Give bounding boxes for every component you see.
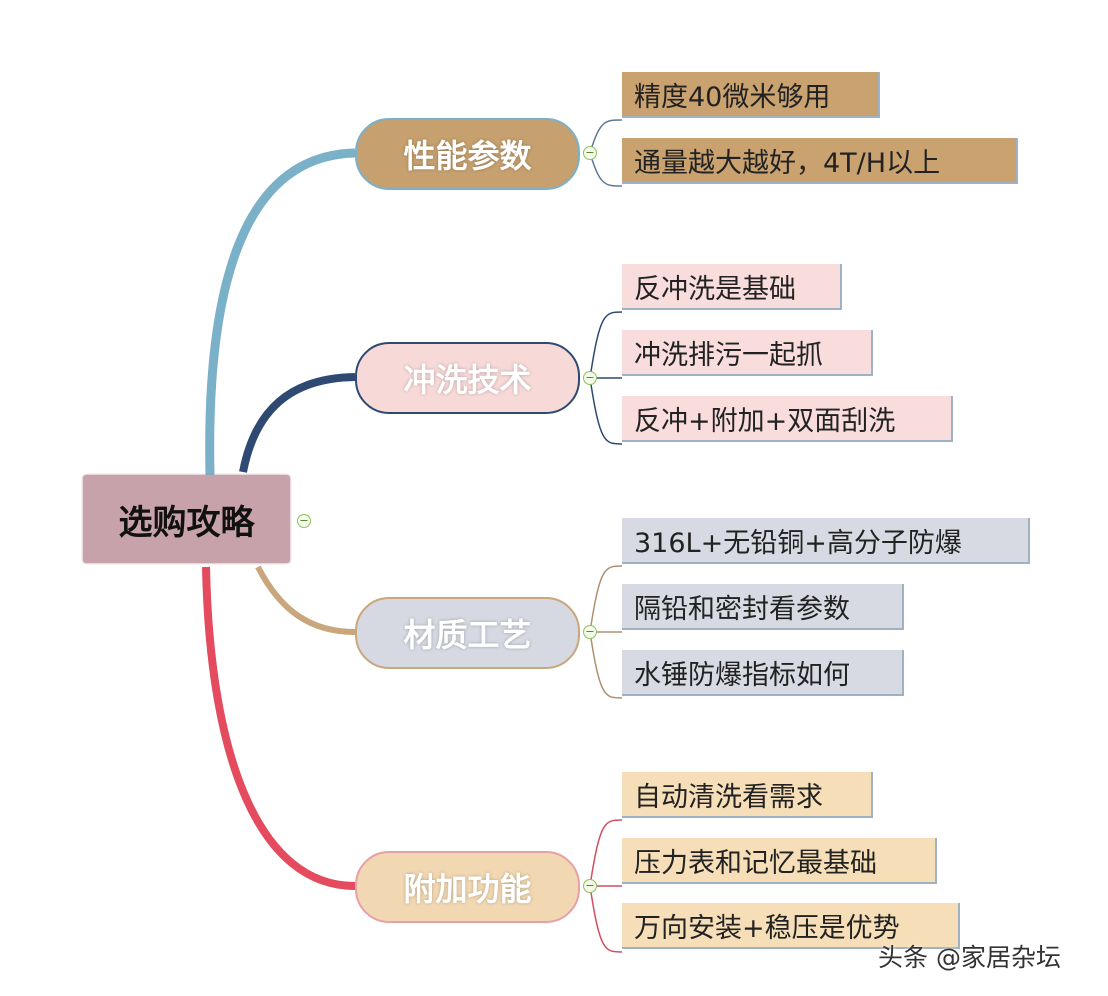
node-material[interactable]: 材质工艺 (355, 597, 580, 669)
collapse-icon[interactable]: − (583, 371, 597, 385)
node-extra[interactable]: 附加功能 (355, 851, 580, 923)
collapse-icon[interactable]: − (583, 625, 597, 639)
node-flushing[interactable]: 冲洗技术 (355, 342, 580, 414)
branch-line-performance (205, 148, 356, 476)
leaf-node[interactable]: 反冲+附加+双面刮洗 (622, 396, 953, 442)
leaf-node[interactable]: 冲洗排污一起抓 (622, 330, 873, 376)
leaf-node[interactable]: 316L+无铅铜+高分子防爆 (622, 518, 1030, 564)
leaf-node[interactable]: 万向安装+稳压是优势 (622, 903, 960, 949)
leaf-node[interactable]: 水锤防爆指标如何 (622, 650, 904, 696)
node-performance[interactable]: 性能参数 (355, 118, 580, 190)
leaf-node[interactable]: 反冲洗是基础 (622, 264, 842, 310)
collapse-icon[interactable]: − (583, 879, 597, 893)
leaf-node[interactable]: 压力表和记忆最基础 (622, 838, 937, 884)
branch-line-material (255, 565, 356, 635)
leaf-node[interactable]: 隔铅和密封看参数 (622, 584, 904, 630)
collapse-icon[interactable]: − (297, 514, 311, 528)
leaf-node[interactable]: 通量越大越好，4T/H以上 (622, 138, 1018, 184)
branch-line-flushing (239, 373, 356, 473)
branch-line-extra (202, 566, 356, 890)
leaf-node[interactable]: 精度40微米够用 (622, 72, 880, 118)
collapse-icon[interactable]: − (583, 146, 597, 160)
leaf-node[interactable]: 自动清洗看需求 (622, 772, 873, 818)
root-node[interactable]: 选购攻略 (83, 475, 290, 563)
watermark: 头条 @家居杂坛 (878, 943, 1061, 972)
